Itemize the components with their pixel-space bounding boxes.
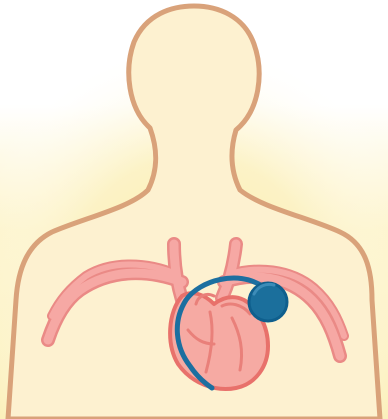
implanted-device-icon — [249, 283, 287, 321]
